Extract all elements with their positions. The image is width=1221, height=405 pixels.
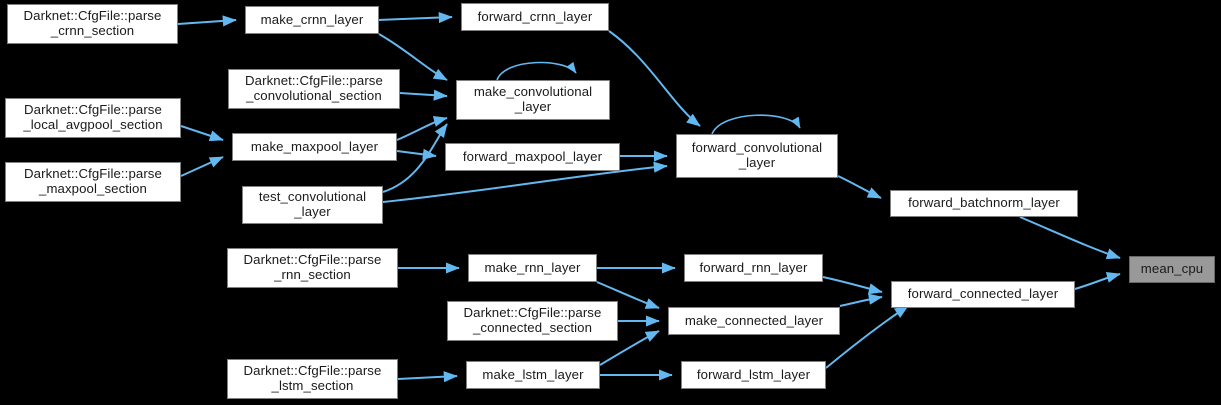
graph-node-parse-lstm-section[interactable]: Darknet::CfgFile::parse _lstm_section: [227, 359, 398, 399]
graph-edge: [378, 11, 453, 24]
graph-node-label: forward_lstm_layer: [696, 366, 811, 382]
graph-node-make-rnn-layer[interactable]: make_rnn_layer: [468, 254, 597, 282]
graph-node-label: forward_rnn_layer: [699, 259, 808, 275]
graph-node-parse-convolutional-section[interactable]: Darknet::CfgFile::parse _convolutional_s…: [228, 69, 400, 109]
graph-node-label: forward_crnn_layer: [477, 8, 593, 24]
graph-edge: [1074, 271, 1121, 290]
graph-edge: [711, 114, 801, 135]
graph-node-forward-convolutional-layer[interactable]: forward_convolutional _layer: [676, 134, 838, 178]
graph-node-label: make_maxpool_layer: [250, 138, 379, 154]
graph-edge: [839, 293, 883, 307]
graph-node-make-connected-layer[interactable]: make_connected_layer: [668, 307, 840, 335]
graph-edge: [1019, 216, 1121, 260]
graph-edge: [496, 61, 577, 81]
graph-edge: [608, 30, 701, 127]
graph-edge: [396, 148, 437, 160]
graph-node-forward-rnn-layer[interactable]: forward_rnn_layer: [684, 254, 823, 282]
graph-node-label: forward_maxpool_layer: [462, 148, 603, 164]
graph-edge: [397, 371, 458, 383]
graph-node-parse-local-avgpool-section[interactable]: Darknet::CfgFile::parse _local_avgpool_s…: [5, 98, 181, 138]
graph-node-label: make_crnn_layer: [260, 11, 364, 27]
graph-node-label: Darknet::CfgFile::parse _lstm_section: [243, 363, 382, 393]
graph-node-label: forward_convolutional _layer: [691, 140, 823, 170]
graph-node-make-crnn-layer[interactable]: make_crnn_layer: [245, 6, 379, 34]
graph-node-label: forward_connected_layer: [907, 286, 1059, 302]
graph-edge: [382, 123, 448, 193]
graph-node-parse-crnn-section[interactable]: Darknet::CfgFile::parse _crnn_section: [7, 4, 178, 44]
graph-edge: [837, 175, 882, 199]
graph-node-label: Darknet::CfgFile::parse _connected_secti…: [463, 305, 602, 335]
graph-node-label: Darknet::CfgFile::parse _rnn_section: [243, 252, 382, 282]
graph-node-forward-crnn-layer[interactable]: forward_crnn_layer: [461, 3, 609, 31]
graph-edges: [177, 11, 1121, 383]
graph-node-label: forward_batchnorm_layer: [908, 195, 1060, 211]
graph-edge: [180, 156, 224, 177]
graph-edge: [399, 89, 448, 101]
graph-node-label: Darknet::CfgFile::parse _maxpool_section: [24, 166, 162, 196]
graph-node-label: mean_cpu: [1140, 261, 1204, 277]
graph-node-label: make_convolutional _layer: [473, 84, 593, 114]
graph-node-parse-connected-section[interactable]: Darknet::CfgFile::parse _connected_secti…: [447, 301, 618, 341]
graph-node-parse-maxpool-section[interactable]: Darknet::CfgFile::parse _maxpool_section: [5, 162, 181, 202]
graph-node-label: make_rnn_layer: [484, 259, 581, 275]
graph-edge: [180, 125, 224, 142]
graph-node-label: make_connected_layer: [684, 312, 824, 328]
graph-node-make-lstm-layer[interactable]: make_lstm_layer: [466, 361, 600, 389]
graph-node-mean-cpu[interactable]: mean_cpu: [1129, 256, 1215, 283]
graph-node-label: make_lstm_layer: [482, 366, 584, 382]
graph-node-label: Darknet::CfgFile::parse _convolutional_s…: [245, 73, 383, 103]
graph-node-forward-batchnorm-layer[interactable]: forward_batchnorm_layer: [890, 190, 1078, 217]
graph-node-forward-lstm-layer[interactable]: forward_lstm_layer: [681, 361, 826, 389]
graph-edge: [396, 115, 448, 141]
graph-node-forward-connected-layer[interactable]: forward_connected_layer: [891, 281, 1075, 308]
graph-node-make-maxpool-layer[interactable]: make_maxpool_layer: [232, 133, 397, 161]
graph-node-test-convolutional-layer[interactable]: test_convolutional _layer: [242, 186, 383, 224]
graph-edge: [825, 305, 909, 369]
graph-edge: [177, 15, 237, 27]
graph-node-label: Darknet::CfgFile::parse _crnn_section: [23, 8, 162, 38]
graph-node-make-convolutional-layer[interactable]: make_convolutional _layer: [456, 80, 610, 120]
graph-edge: [382, 161, 668, 203]
graph-edge: [599, 330, 660, 366]
graph-node-forward-maxpool-layer[interactable]: forward_maxpool_layer: [445, 143, 620, 171]
graph-edge: [378, 33, 448, 81]
graph-edge: [596, 281, 660, 309]
graph-node-parse-rnn-section[interactable]: Darknet::CfgFile::parse _rnn_section: [227, 248, 398, 288]
graph-node-label: test_convolutional _layer: [258, 189, 367, 219]
graph-node-label: Darknet::CfgFile::parse _local_avgpool_s…: [23, 102, 163, 132]
graph-edge: [822, 276, 883, 295]
